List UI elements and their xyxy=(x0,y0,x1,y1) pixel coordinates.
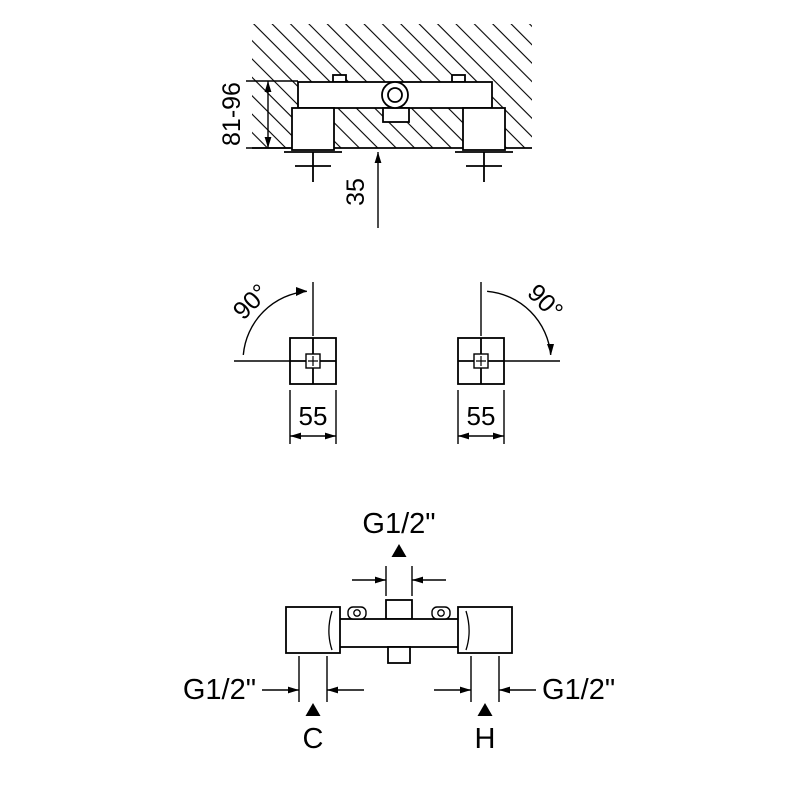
block-curve-left xyxy=(328,610,333,651)
top-inlet-stub xyxy=(385,599,413,620)
spacing-arrow-left-in xyxy=(325,432,336,440)
ear-hole-right xyxy=(437,609,445,617)
right-connection-dimension xyxy=(434,656,536,702)
top-connection-triangle xyxy=(391,544,407,557)
rotation-right-label: 90° xyxy=(522,279,569,326)
spacing-left-label: 55 xyxy=(299,401,328,431)
hot-connection-triangle xyxy=(477,703,493,716)
depth-range-label: 81-96 xyxy=(218,82,246,146)
top-connection-label: G1/2" xyxy=(362,508,435,540)
rotation-arc-left xyxy=(242,290,307,355)
rotation-axis-lines-left xyxy=(234,282,314,362)
top-connection-dimension xyxy=(352,566,446,596)
spacing-right-label: 55 xyxy=(467,401,496,431)
hot-label: H xyxy=(475,723,496,755)
right-connection-label: G1/2" xyxy=(542,674,615,706)
spout-stub-section xyxy=(382,107,410,123)
handle-rotation-view xyxy=(234,282,560,444)
section-view xyxy=(246,24,532,228)
body-top-lug-left xyxy=(332,74,347,83)
bottom-spout-stub xyxy=(387,646,411,664)
cold-label: C xyxy=(303,723,324,755)
protrusion-arrow-up xyxy=(374,152,382,163)
front-view xyxy=(262,544,536,716)
center-boss-inner xyxy=(387,87,403,103)
handle-center-cross-right xyxy=(476,356,486,366)
spacing-arrow-right-out xyxy=(458,432,469,440)
depth-arrow-down xyxy=(264,137,272,148)
ear-hole-left xyxy=(353,609,361,617)
left-dim-arrow-out xyxy=(327,686,338,694)
handle-spindle-marks xyxy=(284,151,513,182)
spacing-arrow-right-in xyxy=(493,432,504,440)
rotation-axis-lines-right xyxy=(480,282,560,362)
valve-block-right xyxy=(457,606,513,654)
valve-block-left xyxy=(285,606,341,654)
depth-arrow-up xyxy=(264,81,272,92)
protrusion-label: 35 xyxy=(342,178,370,206)
rotation-left-label: 90° xyxy=(228,279,275,326)
left-connection-label: G1/2" xyxy=(183,674,256,706)
left-dim-arrow-in xyxy=(288,686,299,694)
rotation-arc-right xyxy=(487,290,552,355)
block-curve-right xyxy=(465,610,470,651)
body-top-lug-right xyxy=(451,74,466,83)
top-dim-arrow-left xyxy=(375,576,386,584)
valve-leg-left xyxy=(291,107,335,151)
rotation-arrow-right xyxy=(547,344,554,355)
right-dim-arrow-out xyxy=(499,686,510,694)
mounting-ear-right xyxy=(431,606,451,620)
valve-leg-right xyxy=(462,107,506,151)
spacing-arrow-left-out xyxy=(290,432,301,440)
handle-center-cross-left xyxy=(308,356,318,366)
cold-connection-triangle xyxy=(305,703,321,716)
mounting-ear-left xyxy=(347,606,367,620)
left-connection-dimension xyxy=(262,656,364,702)
top-dim-arrow-right xyxy=(412,576,423,584)
mixer-body-front xyxy=(329,618,469,648)
right-dim-arrow-in xyxy=(460,686,471,694)
rotation-arrow-left xyxy=(296,287,307,296)
